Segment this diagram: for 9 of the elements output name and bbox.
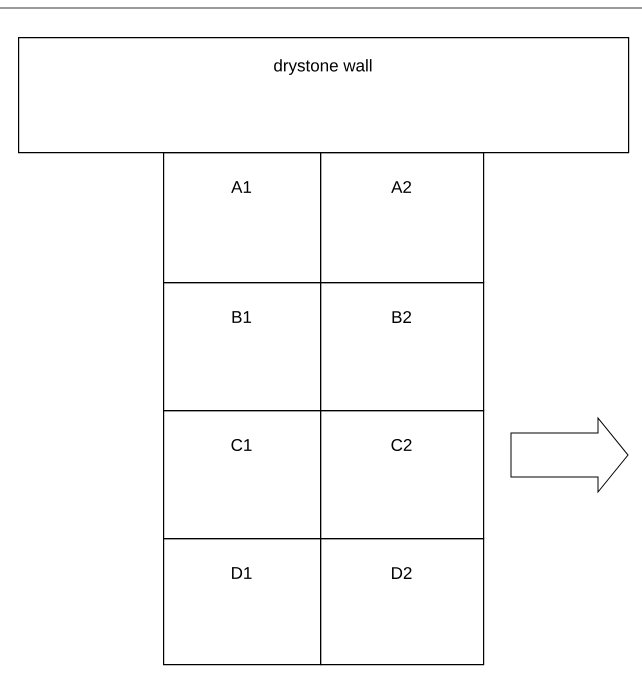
grid-cell: C2 <box>320 410 484 540</box>
wall-box: drystone wall <box>18 37 630 154</box>
grid-cell: D2 <box>320 538 484 666</box>
grid-cell: C1 <box>163 410 322 540</box>
grid-cell: A1 <box>163 152 322 284</box>
grid-cell: B1 <box>163 282 322 412</box>
grid-cell: A2 <box>320 152 484 284</box>
grid-cell: B2 <box>320 282 484 412</box>
grid-cell: D1 <box>163 538 322 666</box>
